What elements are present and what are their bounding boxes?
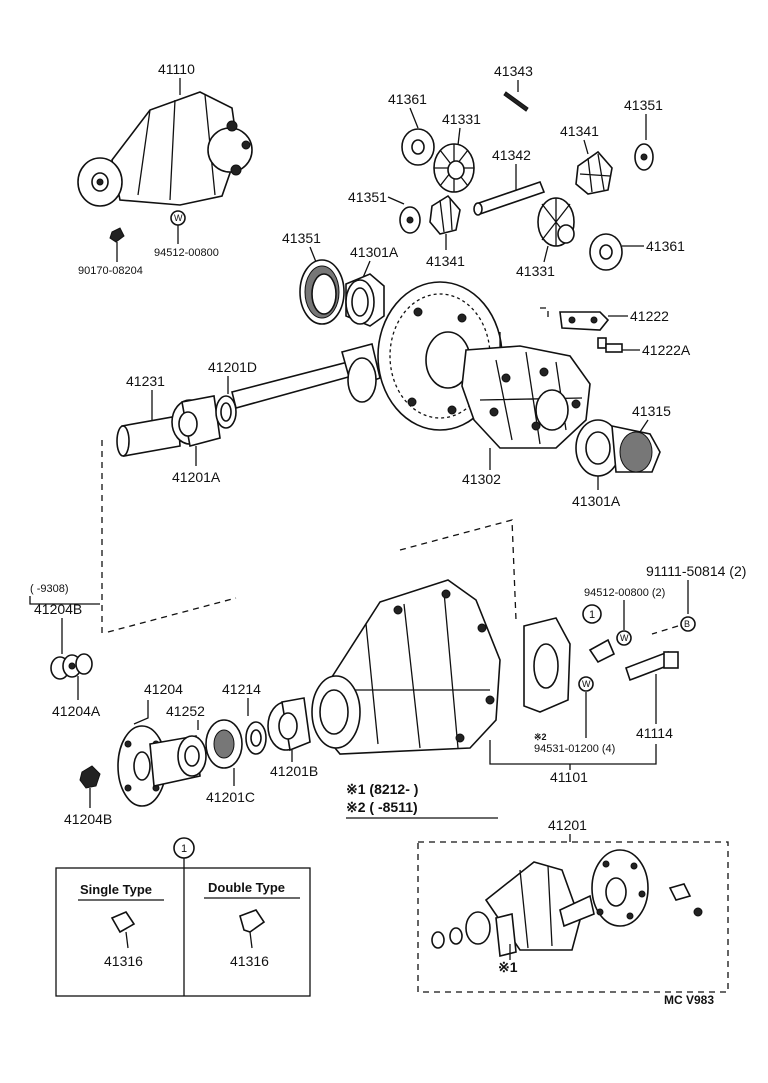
kit-assembly-icon xyxy=(431,849,703,957)
label-41301A-bottom: 41301A xyxy=(572,493,621,509)
label-41114: 41114 xyxy=(636,725,673,741)
svg-text:W: W xyxy=(620,633,629,643)
single-lock-icon xyxy=(110,911,136,934)
label-41201D: 41201D xyxy=(208,359,257,375)
label-41201B: 41201B xyxy=(270,763,318,779)
label-9308: ( -9308) xyxy=(30,583,69,595)
pinion-bearing-icon xyxy=(171,395,221,447)
label-41252: 41252 xyxy=(166,703,205,719)
label-94531-01200: 94531-01200 (4) xyxy=(534,743,615,755)
circle-1-box-callout: 1 xyxy=(173,837,195,859)
label-91111-50814: 91111-50814 (2) xyxy=(646,563,746,579)
label-41301A-top: 41301A xyxy=(350,244,399,260)
bearing-b-icon xyxy=(267,697,311,752)
note-star-1: ※1 (8212- ) xyxy=(346,781,418,797)
label-41201A: 41201A xyxy=(172,469,221,485)
right-bearing-icon xyxy=(575,419,661,477)
nut-2-icon xyxy=(79,765,101,789)
single-type-heading: Single Type xyxy=(80,882,152,897)
label-41110: 41110 xyxy=(158,61,195,77)
footer-code: MC V983 xyxy=(664,993,714,1007)
note-star-2: ※2 ( -8511) xyxy=(346,799,418,815)
label-41331-bottom: 41331 xyxy=(516,263,555,279)
nut-icon xyxy=(109,227,125,243)
differential-housing-icon xyxy=(311,579,501,755)
double-lock-icon xyxy=(239,909,266,933)
label-41214: 41214 xyxy=(222,681,261,697)
bolt-icon xyxy=(597,337,623,353)
svg-text:B: B xyxy=(684,619,690,629)
label-41361-top: 41361 xyxy=(388,91,427,107)
label-41204A: 41204A xyxy=(52,703,101,719)
washer-w-mark: W xyxy=(170,210,186,226)
label-41361-right: 41361 xyxy=(646,238,685,254)
label-41316-double: 41316 xyxy=(230,953,269,969)
double-type-heading: Double Type xyxy=(208,880,285,895)
pinion-gear-right-icon xyxy=(575,150,613,195)
label-41231: 41231 xyxy=(126,373,165,389)
label-star2-small: ※2 xyxy=(534,732,547,742)
pin-icon xyxy=(503,91,529,112)
svg-text:W: W xyxy=(582,679,591,689)
label-41351-right: 41351 xyxy=(624,97,663,113)
label-41343: 41343 xyxy=(494,63,533,79)
label-90170-08204: 90170-08204 xyxy=(78,265,143,277)
bearing-cap-icon xyxy=(523,617,571,713)
label-41315: 41315 xyxy=(632,403,671,419)
label-41222: 41222 xyxy=(630,308,669,324)
type-box xyxy=(55,867,311,997)
label-41341-left: 41341 xyxy=(426,253,465,269)
carrier-assembly-illustration xyxy=(77,91,253,207)
label-41351-mid: 41351 xyxy=(348,189,387,205)
pinion-shaft-icon xyxy=(474,180,546,216)
circle-1-callout: 1 xyxy=(582,604,602,624)
w-mark-2-icon: W xyxy=(578,676,594,692)
svg-text:W: W xyxy=(174,213,183,223)
label-41201: 41201 xyxy=(548,817,587,833)
svg-text:1: 1 xyxy=(589,609,595,621)
label-94512-00800: 94512-00800 xyxy=(154,247,219,259)
label-41341-right: 41341 xyxy=(560,123,599,139)
nut-washer-icon xyxy=(50,653,93,680)
label-41222A: 41222A xyxy=(642,342,691,358)
b-mark-icon: B xyxy=(680,616,696,632)
label-41101: 41101 xyxy=(550,769,588,785)
label-star-1-kit: ※1 xyxy=(498,959,518,975)
kit-box xyxy=(417,841,729,993)
oil-seal-icon xyxy=(177,735,207,777)
label-41331-top: 41331 xyxy=(442,111,481,127)
label-41204B-top: 41204B xyxy=(34,601,82,617)
label-41201C: 41201C xyxy=(206,789,255,805)
pinion-gear-left-icon xyxy=(429,194,461,235)
bearing-race-icon xyxy=(299,259,345,325)
label-94512-00800-2: 94512-00800 (2) xyxy=(584,587,665,599)
axle-shaft-icon xyxy=(231,343,381,409)
label-41351-left: 41351 xyxy=(282,230,321,246)
taper-bearing-icon xyxy=(345,273,385,327)
side-gear-icon xyxy=(433,143,475,193)
label-41204: 41204 xyxy=(144,681,183,697)
stud-bolt-icon xyxy=(624,650,679,682)
diff-case-icon xyxy=(461,345,591,449)
svg-text:1: 1 xyxy=(181,843,187,855)
side-gear-lower-icon xyxy=(537,197,575,247)
label-41204B-bottom: 41204B xyxy=(64,811,112,827)
lock-icon xyxy=(588,638,616,664)
label-41316-single: 41316 xyxy=(104,953,143,969)
w-mark-icon: W xyxy=(616,630,632,646)
label-41302: 41302 xyxy=(462,471,501,487)
lock-plate-icon xyxy=(559,311,610,331)
pinion-icon xyxy=(116,415,181,457)
label-41342: 41342 xyxy=(492,147,531,163)
bearing-c-icon xyxy=(205,719,243,769)
